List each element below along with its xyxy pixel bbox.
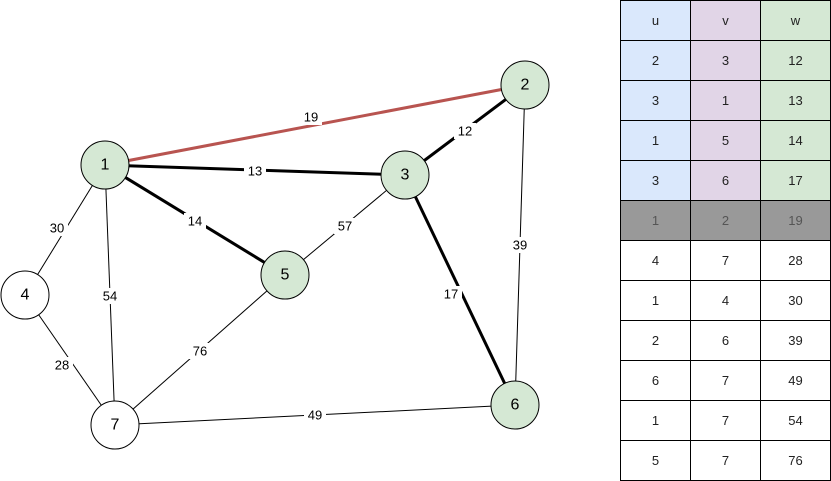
cell-w: 54 xyxy=(760,400,831,441)
cell-u: 1 xyxy=(620,120,691,161)
table-header: u v w xyxy=(620,0,831,41)
cell-w: 28 xyxy=(760,240,831,281)
cell-u: 2 xyxy=(620,40,691,81)
cell-v: 7 xyxy=(690,240,761,281)
cell-v: 6 xyxy=(690,160,761,201)
cell-w: 12 xyxy=(760,40,831,81)
edge-label-1-2: 19 xyxy=(304,110,318,125)
node-label-6: 6 xyxy=(511,397,520,414)
cell-v: 3 xyxy=(690,40,761,81)
edge-label-3-6: 17 xyxy=(444,287,458,302)
node-label-4: 4 xyxy=(21,287,30,304)
cell-v: 4 xyxy=(690,280,761,321)
edge-label-5-7: 76 xyxy=(193,344,207,359)
cell-v: 5 xyxy=(690,120,761,161)
nodes: 1 2 3 4 5 6 7 xyxy=(0,60,550,450)
cell-w: 19 xyxy=(760,200,831,241)
node-label-3: 3 xyxy=(401,167,410,184)
edge-label-2-3: 12 xyxy=(458,124,472,139)
cell-v: 6 xyxy=(690,320,761,361)
edge-label-1-3: 13 xyxy=(248,164,262,179)
cell-u: 6 xyxy=(620,360,691,401)
edge-label-7-6: 49 xyxy=(308,408,322,423)
cell-v: 7 xyxy=(690,360,761,401)
cell-u: 1 xyxy=(620,200,691,241)
edge-label-4-7: 28 xyxy=(55,358,69,373)
cell-w: 30 xyxy=(760,280,831,321)
node-5 xyxy=(260,250,310,300)
cell-u: 1 xyxy=(620,400,691,441)
node-2 xyxy=(500,60,550,110)
cell-u: 3 xyxy=(620,160,691,201)
edge-label-1-7: 54 xyxy=(103,289,117,304)
node-3 xyxy=(380,150,430,200)
cell-u: 3 xyxy=(620,80,691,121)
cell-v: 7 xyxy=(690,440,761,481)
edge-label-3-5: 57 xyxy=(338,219,352,234)
node-label-1: 1 xyxy=(101,157,110,174)
cell-v: 1 xyxy=(690,80,761,121)
cell-u: 2 xyxy=(620,320,691,361)
node-1 xyxy=(80,140,130,190)
node-7 xyxy=(90,400,140,450)
cell-w: 39 xyxy=(760,320,831,361)
header-v: v xyxy=(690,0,761,41)
header-w: w xyxy=(760,0,831,41)
cell-w: 49 xyxy=(760,360,831,401)
edge-label-2-6: 39 xyxy=(513,238,527,253)
cell-w: 76 xyxy=(760,440,831,481)
header-u: u xyxy=(620,0,691,41)
cell-u: 4 xyxy=(620,240,691,281)
cell-w: 17 xyxy=(760,160,831,201)
cell-u: 5 xyxy=(620,440,691,481)
edge-label-1-5: 14 xyxy=(188,214,202,229)
cell-v: 7 xyxy=(690,400,761,441)
node-label-5: 5 xyxy=(281,267,290,284)
graph-diagram: 19 12 13 14 57 39 17 30 54 28 76 49 1 2 … xyxy=(0,60,550,450)
node-6 xyxy=(490,380,540,430)
cell-w: 14 xyxy=(760,120,831,161)
edge-label-1-4: 30 xyxy=(50,221,64,236)
cell-v: 2 xyxy=(690,200,761,241)
node-label-7: 7 xyxy=(111,417,120,434)
node-4 xyxy=(0,270,50,320)
node-label-2: 2 xyxy=(521,77,530,94)
cell-w: 13 xyxy=(760,80,831,121)
cell-u: 1 xyxy=(620,280,691,321)
edge-labels: 19 12 13 14 57 39 17 30 54 28 76 49 xyxy=(46,109,531,423)
